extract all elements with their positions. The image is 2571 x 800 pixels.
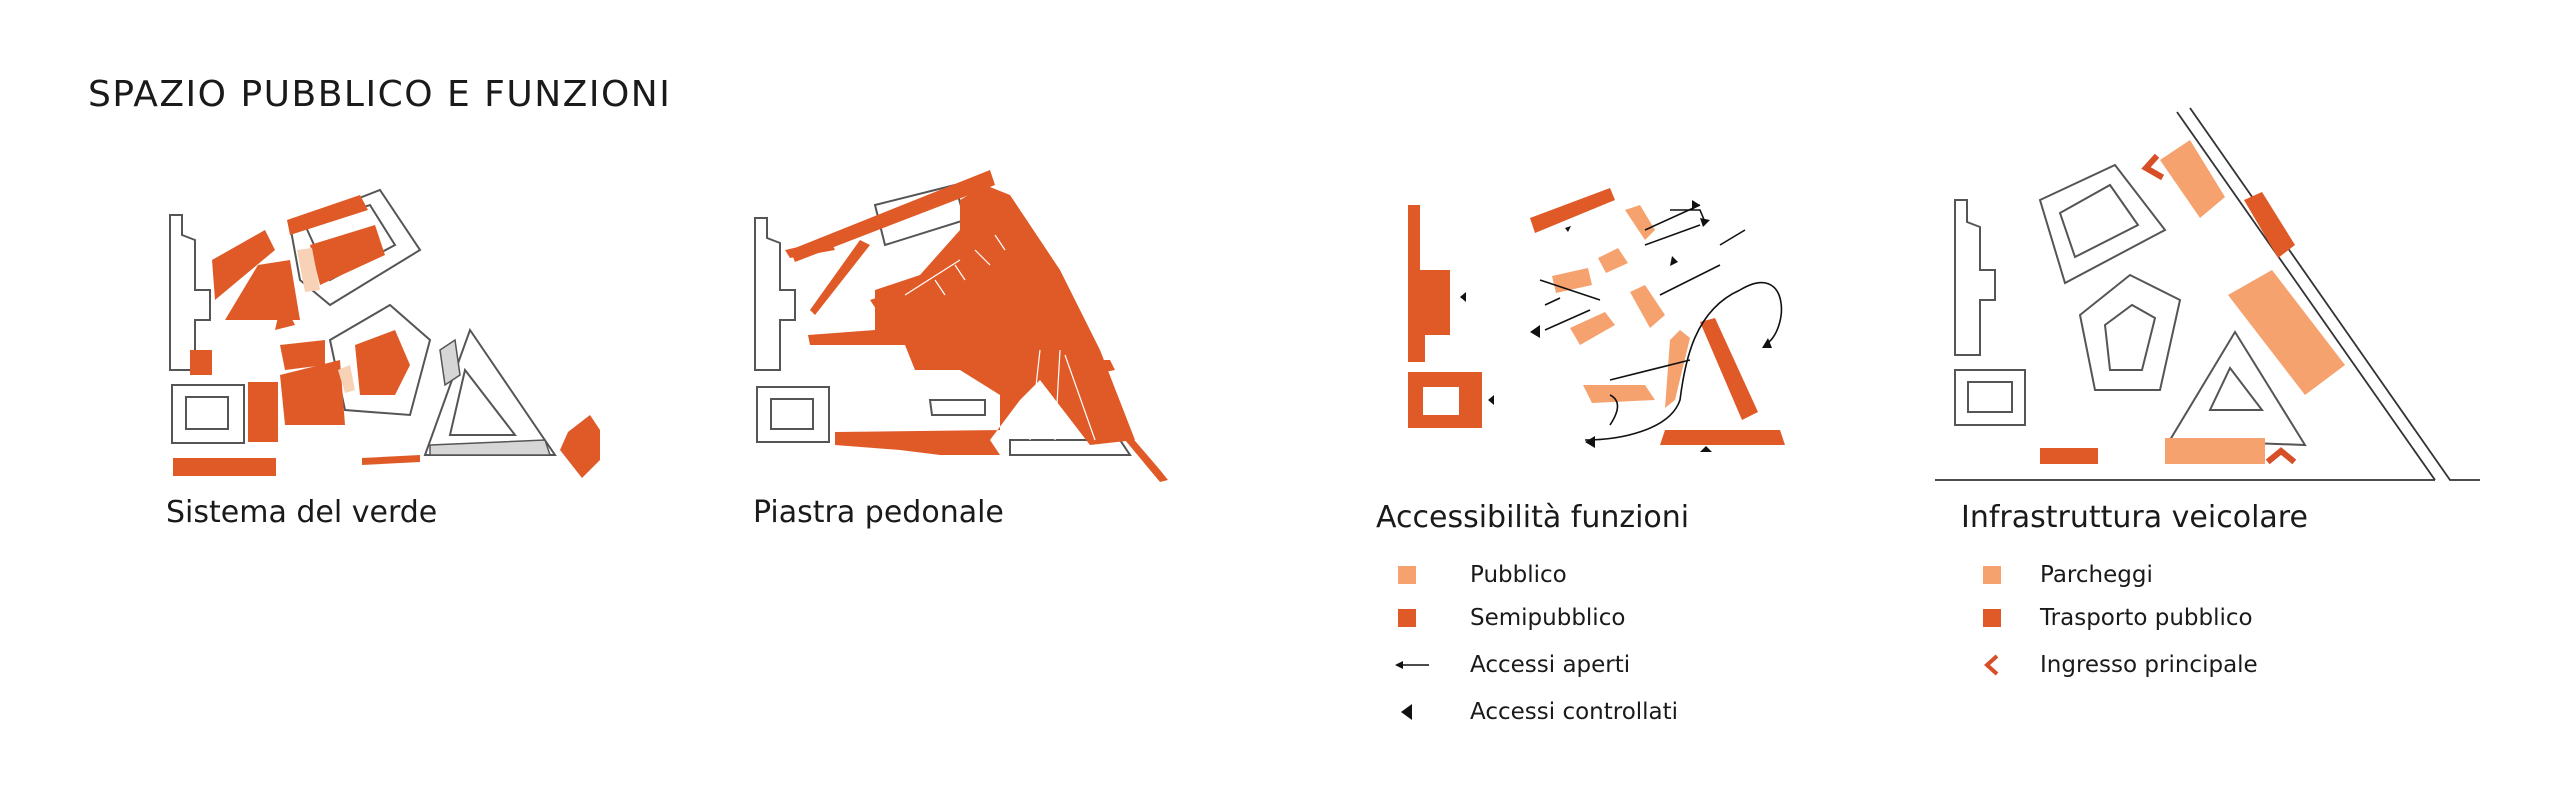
- legend-functions-access: Pubblico Semipubblico Accessi aperti Acc…: [1395, 560, 1715, 730]
- page-title: SPAZIO PUBBLICO E FUNZIONI: [88, 74, 672, 115]
- legend-label: Trasporto pubblico: [2040, 605, 2253, 631]
- caption-functions-access: Accessibilità funzioni: [1376, 500, 1690, 535]
- triangle-icon: [1401, 704, 1412, 720]
- light-square-icon: [1398, 566, 1416, 584]
- dark-square-icon: [1983, 609, 2001, 627]
- arrow-icon: [1395, 661, 1429, 669]
- light-square-icon: [1983, 566, 2001, 584]
- caption-vehicular-infrastructure: Infrastruttura veicolare: [1961, 500, 2308, 535]
- legend-vehicular-infrastructure: Parcheggi Trasporto pubblico Ingresso pr…: [1980, 560, 2300, 680]
- dark-square-icon: [1398, 609, 1416, 627]
- legend-label: Semipubblico: [1470, 605, 1626, 631]
- legend-label: Accessi controllati: [1470, 699, 1679, 725]
- legend-label: Accessi aperti: [1470, 652, 1631, 678]
- chevron-icon: [1984, 654, 1999, 676]
- pedestrian-platform-plan: [754, 170, 1168, 482]
- legend-label: Parcheggi: [2040, 562, 2153, 588]
- caption-green-system: Sistema del verde: [166, 495, 438, 530]
- legend-label: Pubblico: [1470, 562, 1567, 588]
- legend-label: Ingresso principale: [2040, 652, 2258, 678]
- caption-pedestrian-platform: Piastra pedonale: [753, 495, 1004, 530]
- vehicular-infrastructure-plan: [1935, 107, 2480, 481]
- green-system-plan: [169, 188, 600, 478]
- functions-access-plan: [1408, 188, 1785, 452]
